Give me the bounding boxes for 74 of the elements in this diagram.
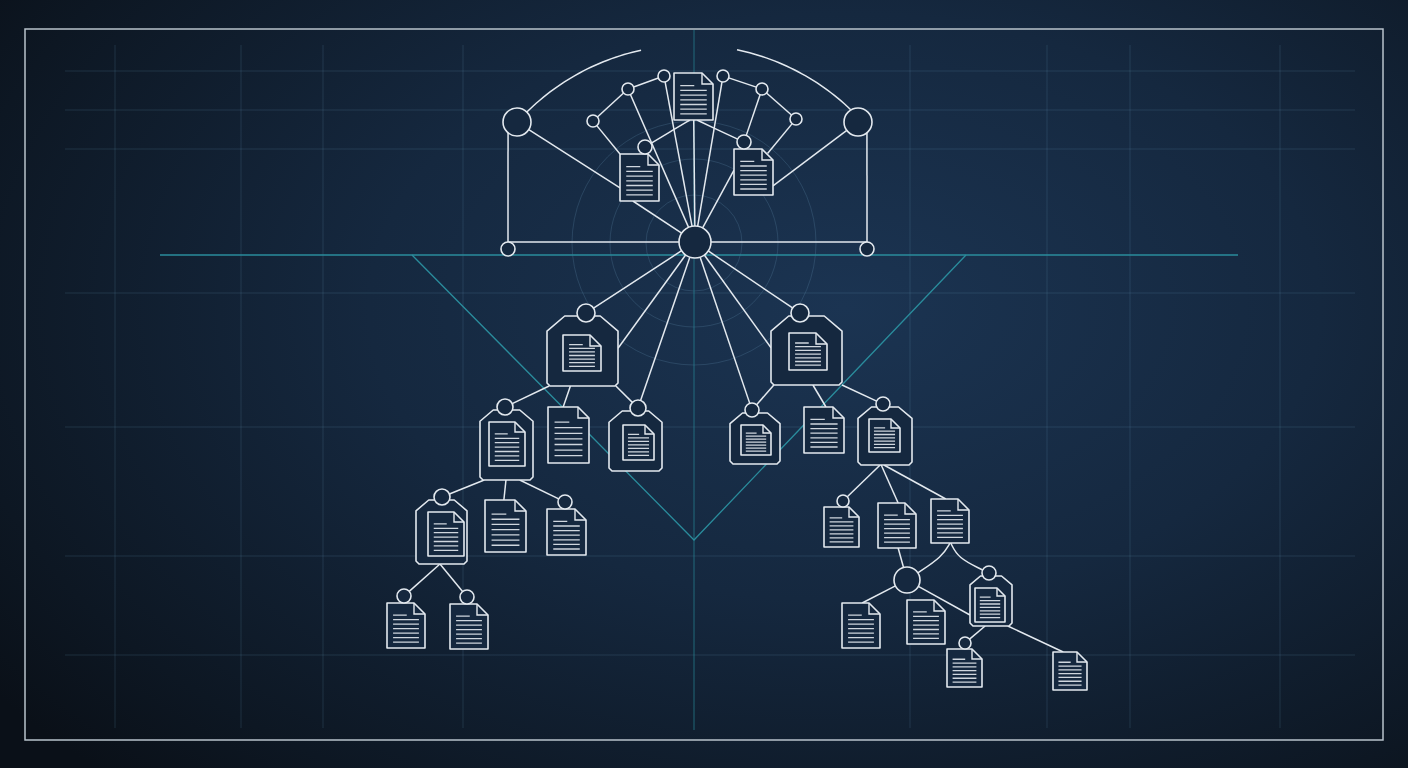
connector-line (511, 385, 550, 405)
connector-line (880, 464, 899, 504)
tag-icon (969, 575, 1013, 627)
connector-line (507, 131, 509, 243)
connector-line (861, 585, 897, 604)
document-icon (547, 406, 590, 464)
document-icon (449, 603, 489, 650)
tag-icon (415, 499, 468, 565)
document-icon (930, 498, 970, 544)
connector-line (765, 92, 793, 116)
connector-line (917, 542, 951, 574)
connector-line (632, 77, 660, 88)
connector-line (968, 625, 986, 640)
node-circle (958, 636, 972, 650)
connector-line (448, 479, 485, 495)
connector-line (596, 92, 625, 118)
document-icon (868, 418, 901, 453)
connector-line (841, 384, 878, 402)
connector-line (727, 77, 758, 88)
node-circle (657, 69, 671, 83)
document-icon (673, 72, 714, 121)
document-icon (1052, 651, 1088, 691)
connector-line (562, 385, 572, 408)
tag-icon (729, 412, 781, 465)
node-circle (557, 494, 573, 510)
document-icon (803, 406, 845, 454)
document-icon (906, 599, 946, 645)
document-icon (740, 424, 772, 456)
arc-line (526, 49, 642, 113)
document-icon (974, 587, 1006, 623)
connector-line (917, 585, 971, 616)
node-circle (843, 107, 873, 137)
node-circle (629, 399, 647, 417)
node-circle (893, 566, 921, 594)
node-circle (621, 82, 635, 96)
node-circle (981, 565, 997, 581)
document-icon (841, 602, 881, 649)
document-icon (484, 499, 527, 553)
connector-line (812, 384, 827, 408)
document-icon (546, 508, 587, 556)
node-circle (502, 107, 532, 137)
connector-line (519, 479, 560, 500)
node-circle (500, 241, 516, 257)
document-icon (427, 511, 465, 557)
document-icon (386, 602, 426, 649)
node-circle (496, 398, 514, 416)
connector-line (615, 385, 634, 404)
tag-icon (479, 409, 534, 481)
node-circle (836, 494, 850, 508)
node-circle (875, 396, 891, 412)
node-circle (459, 589, 475, 605)
connector-line (1007, 625, 1064, 653)
connector-line (846, 464, 881, 498)
connector-line (755, 384, 775, 406)
node-circle (433, 488, 451, 506)
node-circle (744, 402, 760, 418)
connector-line (408, 563, 441, 593)
connector-line (503, 479, 507, 501)
connector-line (883, 464, 947, 500)
document-icon (823, 506, 860, 548)
document-icon (488, 421, 526, 467)
node-circle (396, 588, 412, 604)
node-circle (755, 82, 769, 96)
tag-icon (857, 406, 913, 466)
document-icon (877, 502, 917, 549)
document-icon (946, 648, 983, 688)
node-circle (716, 69, 730, 83)
connector-line (897, 547, 905, 569)
connector-line (439, 563, 464, 593)
tag-icon (608, 410, 663, 472)
node-circle (859, 241, 875, 257)
document-icon (622, 424, 655, 461)
arc-line (736, 49, 852, 111)
connector-line (950, 542, 984, 571)
